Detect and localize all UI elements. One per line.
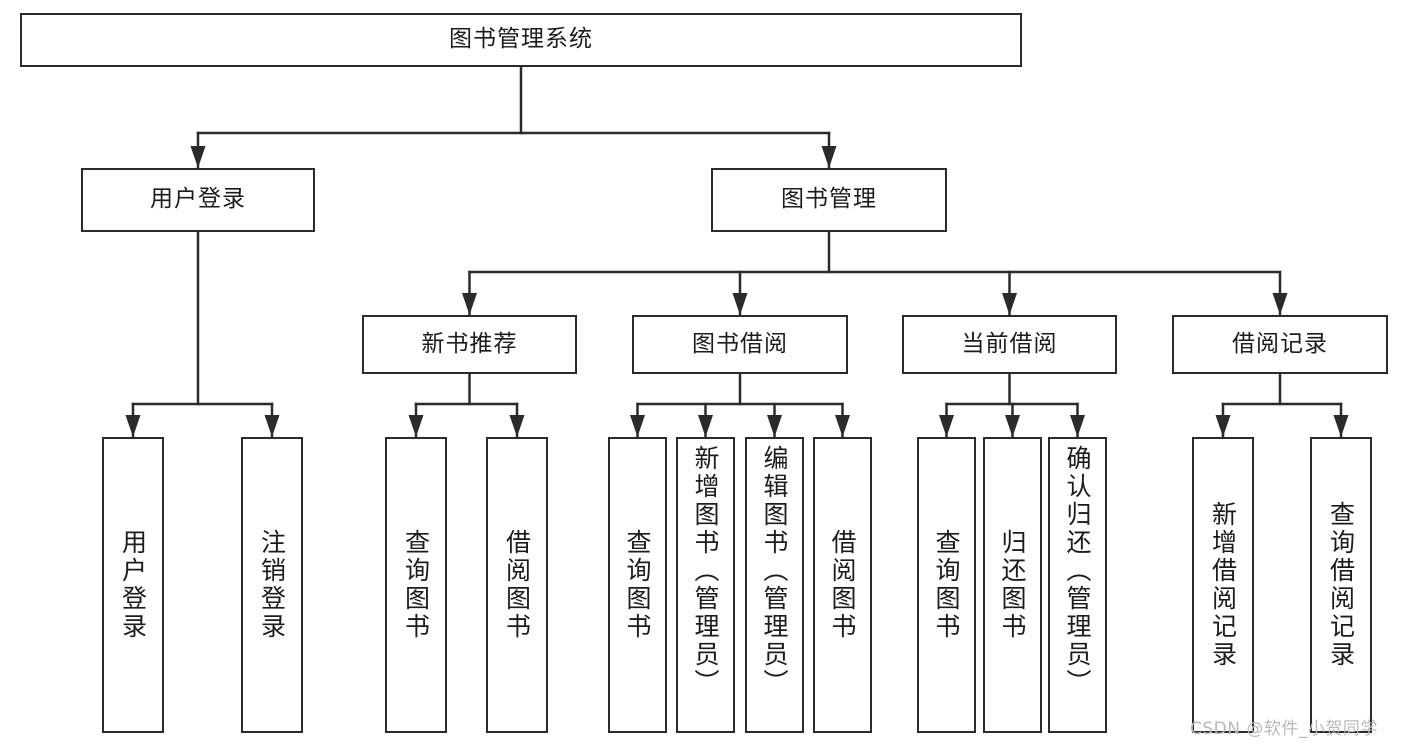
arrow-head-c_return xyxy=(1005,415,1020,437)
arrow-head-b_edit xyxy=(767,415,782,437)
arrow-head-borrow xyxy=(732,293,748,315)
node-label: 新书推荐 xyxy=(421,330,518,357)
node-label: 归还图书 xyxy=(998,529,1027,641)
arrow-head-current xyxy=(1002,293,1017,315)
arrow-head-n_query xyxy=(408,415,424,437)
arrow-head-b_lend xyxy=(835,415,850,437)
node-n_query[interactable]: 查询图书 xyxy=(385,437,447,733)
arrow-head-n_borrow xyxy=(509,415,525,437)
arrow-head-login xyxy=(190,146,206,168)
node-label: 图书管理 xyxy=(781,186,877,213)
node-label: 图书借阅 xyxy=(692,330,788,357)
node-label: 查询图书 xyxy=(932,529,961,641)
node-login[interactable]: 用户登录 xyxy=(81,168,315,232)
node-label: 查询借阅记录 xyxy=(1326,501,1356,669)
node-label: 图书管理系统 xyxy=(449,26,593,53)
node-label: 新增借阅记录 xyxy=(1208,501,1238,669)
arrow-head-r_add xyxy=(1215,415,1231,437)
arrow-head-c_confirm xyxy=(1070,415,1085,437)
arrow-head-b_query xyxy=(630,415,645,437)
arrow-head-newbook xyxy=(462,293,477,315)
node-label: 新增图书（管理员） xyxy=(691,445,720,697)
node-label: 用户登录 xyxy=(150,186,246,213)
node-b_add[interactable]: 新增图书（管理员） xyxy=(676,437,735,733)
node-c_confirm[interactable]: 确认归还（管理员） xyxy=(1048,437,1107,733)
node-r_query[interactable]: 查询借阅记录 xyxy=(1310,437,1372,733)
node-root[interactable]: 图书管理系统 xyxy=(20,13,1022,67)
node-records[interactable]: 借阅记录 xyxy=(1172,315,1388,374)
node-b_lend[interactable]: 借阅图书 xyxy=(813,437,872,733)
arrow-head-bookmgmt xyxy=(821,146,837,168)
node-l_userlogin[interactable]: 用户登录 xyxy=(102,437,164,733)
node-label: 确认归还（管理员） xyxy=(1063,445,1092,697)
node-borrow[interactable]: 图书借阅 xyxy=(632,315,848,374)
arrow-head-l_userlogin xyxy=(125,415,141,437)
node-label: 借阅图书 xyxy=(828,529,857,641)
node-c_query[interactable]: 查询图书 xyxy=(917,437,976,733)
node-c_return[interactable]: 归还图书 xyxy=(983,437,1042,733)
arrow-head-c_query xyxy=(939,415,954,437)
node-current[interactable]: 当前借阅 xyxy=(902,315,1117,374)
node-bookmgmt[interactable]: 图书管理 xyxy=(711,168,947,232)
node-label: 查询图书 xyxy=(623,529,652,641)
node-label: 借阅记录 xyxy=(1232,330,1328,357)
arrow-head-records xyxy=(1272,293,1288,315)
node-label: 当前借阅 xyxy=(961,330,1058,357)
arrow-head-l_logout xyxy=(264,415,280,437)
node-label: 用户登录 xyxy=(118,529,148,641)
node-b_edit[interactable]: 编辑图书（管理员） xyxy=(745,437,804,733)
node-label: 注销登录 xyxy=(257,529,287,641)
node-l_logout[interactable]: 注销登录 xyxy=(241,437,303,733)
node-label: 查询图书 xyxy=(401,529,431,641)
arrow-head-r_query xyxy=(1333,415,1349,437)
node-b_query[interactable]: 查询图书 xyxy=(608,437,667,733)
arrow-head-b_add xyxy=(698,415,713,437)
node-label: 编辑图书（管理员） xyxy=(760,445,789,697)
node-label: 借阅图书 xyxy=(502,529,532,641)
node-n_borrow[interactable]: 借阅图书 xyxy=(486,437,548,733)
node-newbook[interactable]: 新书推荐 xyxy=(362,315,577,374)
node-r_add[interactable]: 新增借阅记录 xyxy=(1192,437,1254,733)
